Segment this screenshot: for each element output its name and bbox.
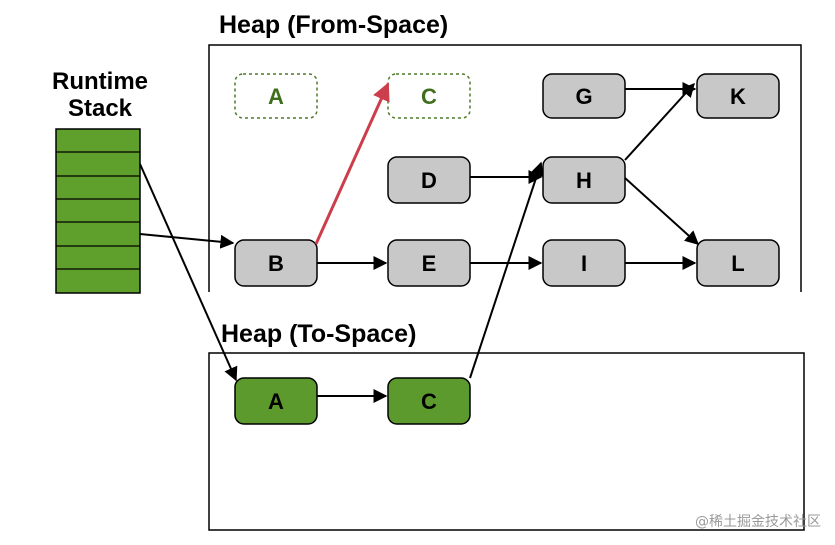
- node-G: [542, 73, 626, 119]
- arrow-stack-to-A-tospace: [139, 163, 238, 382]
- node-I-label: I: [580, 251, 588, 276]
- runtime-stack-title-line2: Stack: [67, 95, 133, 122]
- node-from-C-label: C: [421, 84, 437, 109]
- watermark-text: @稀土掘金技术社区: [695, 514, 821, 530]
- node-L-label: L: [731, 251, 745, 276]
- arrow-C-tospace-to-H: [469, 161, 544, 379]
- from-space-title: Heap (From-Space): [219, 11, 449, 39]
- node-K-label: K: [730, 84, 746, 109]
- runtime-stack-title-line1: Runtime: [52, 68, 148, 95]
- node-to-C: [387, 377, 471, 425]
- node-D: [387, 156, 471, 204]
- runtime-stack: [55, 128, 141, 294]
- node-to-A: [234, 377, 318, 425]
- node-G-label: G: [575, 84, 593, 109]
- to-space-title: Heap (To-Space): [221, 320, 417, 348]
- node-E-label: E: [421, 251, 437, 276]
- node-D-label: D: [421, 168, 437, 193]
- arrow-stack-to-B: [139, 233, 235, 249]
- arrow-B-to-C-forwarding: [314, 82, 390, 245]
- arrow-H-to-L: [624, 177, 700, 245]
- node-from-A-label: A: [268, 84, 284, 109]
- arrow-H-to-K: [624, 82, 695, 161]
- node-L: [696, 239, 780, 287]
- node-to-C-label: C: [421, 389, 437, 414]
- node-H-label: H: [576, 168, 592, 193]
- from-space-region: [208, 44, 802, 292]
- runtime-stack-title: Runtime Stack: [30, 68, 170, 122]
- node-from-A-ghost: [234, 73, 318, 119]
- to-space-region: [208, 352, 805, 531]
- node-K: [696, 73, 780, 119]
- node-H: [542, 156, 626, 204]
- node-B-label: B: [268, 251, 284, 276]
- node-to-A-label: A: [268, 389, 284, 414]
